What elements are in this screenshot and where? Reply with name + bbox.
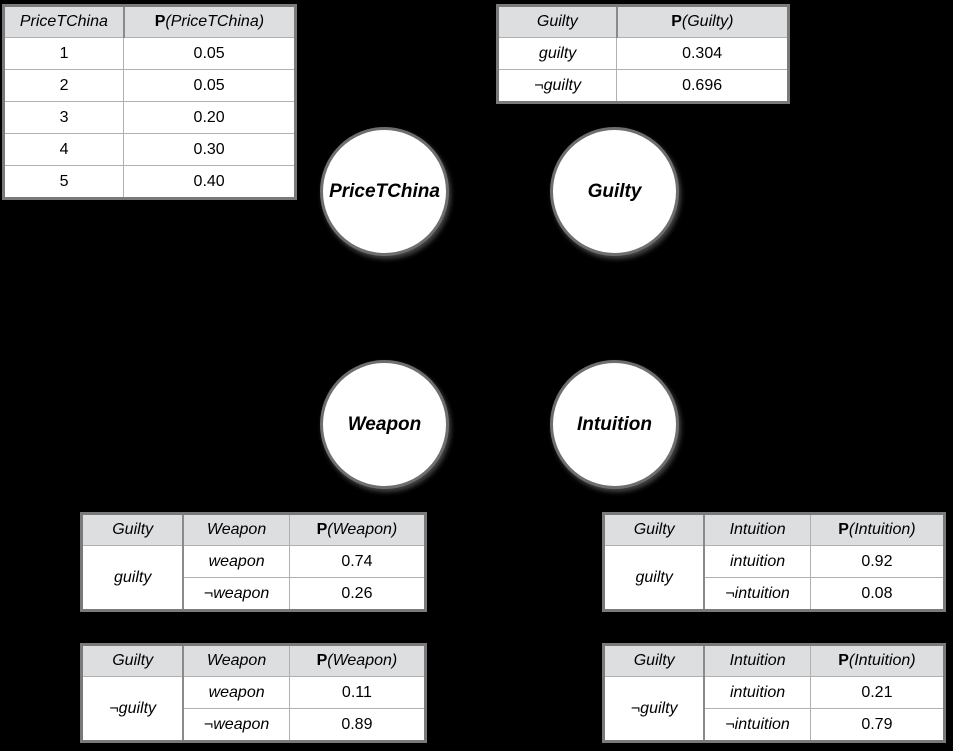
prob-arg: (Weapon) — [327, 652, 398, 670]
cell-prob: 0.79 — [809, 708, 946, 742]
table-row: 1 0.05 — [2, 37, 296, 70]
table-row: guilty weapon 0.74 — [81, 545, 427, 611]
cell-prob: 0.30 — [123, 133, 296, 166]
cpt-intuition-given-not-guilty: Guilty Intuition P(Intuition) ¬guilty in… — [602, 643, 946, 743]
node-label: Weapon — [347, 413, 422, 435]
cpt-weapon-given-not-guilty: Guilty Weapon P(Weapon) ¬guilty weapon 0… — [80, 643, 427, 743]
table-row: ¬guilty weapon 0.11 — [81, 676, 427, 742]
table-row: 4 0.30 — [2, 133, 296, 166]
header-variable: Weapon — [182, 644, 290, 677]
cpt-weapon-given-guilty: Guilty Weapon P(Weapon) guilty weapon 0.… — [80, 512, 427, 612]
cell-prob: 0.26 — [288, 577, 427, 611]
header-probability: P(Intuition) — [809, 513, 946, 546]
table-row: ¬guilty 0.696 — [496, 69, 789, 103]
cell-value: 2 — [2, 69, 125, 102]
header-variable: Guilty — [496, 5, 618, 38]
cell-prob: 0.92 — [809, 545, 946, 578]
node-label: Intuition — [577, 413, 652, 435]
cell-value: 5 — [2, 165, 125, 199]
prob-arg: (PriceTChina) — [165, 13, 265, 31]
table-row: 3 0.20 — [2, 101, 296, 134]
cell-prob: 0.05 — [123, 69, 296, 102]
table-header-row: PriceTChina P(PriceTChina) — [2, 5, 296, 38]
header-probability: P(PriceTChina) — [123, 5, 296, 38]
header-variable: Intuition — [703, 644, 811, 677]
table-header-row: Guilty Intuition P(Intuition) — [603, 644, 946, 677]
cell-value: ¬guilty — [496, 69, 618, 103]
cpt-guilty: Guilty P(Guilty) guilty 0.304 ¬guilty 0.… — [496, 4, 790, 104]
header-probability: P(Weapon) — [288, 644, 427, 677]
table-row: guilty intuition 0.92 — [603, 545, 946, 611]
prob-symbol: P — [671, 13, 682, 31]
prob-symbol: P — [316, 652, 328, 670]
table-row: ¬weapon 0.26 — [82, 577, 427, 611]
node-label: PriceTChina — [329, 180, 440, 202]
cell-parent-value: guilty — [81, 545, 185, 611]
prob-arg: (Intuition) — [848, 652, 916, 670]
cell-value: ¬weapon — [182, 577, 290, 611]
table-header-row: Guilty P(Guilty) — [496, 5, 789, 38]
cell-prob: 0.11 — [288, 676, 427, 709]
table-row: guilty 0.304 — [496, 37, 789, 70]
cell-value: weapon — [182, 545, 290, 578]
prob-symbol: P — [316, 521, 328, 539]
cell-prob: 0.20 — [123, 101, 296, 134]
prob-arg: (Guilty) — [681, 13, 734, 31]
cell-prob: 0.74 — [288, 545, 427, 578]
cell-prob: 0.05 — [123, 37, 296, 70]
cell-value: ¬weapon — [182, 708, 290, 742]
header-parent: Guilty — [81, 513, 185, 546]
cell-parent-value: ¬guilty — [81, 676, 185, 742]
cell-parent-value: guilty — [603, 545, 706, 611]
header-parent: Guilty — [603, 513, 706, 546]
cell-value: intuition — [703, 545, 811, 578]
table-row: ¬intuition 0.79 — [604, 708, 946, 742]
prob-arg: (Weapon) — [327, 521, 398, 539]
header-probability: P(Intuition) — [809, 644, 946, 677]
header-probability: P(Weapon) — [288, 513, 427, 546]
table-header-row: Guilty Intuition P(Intuition) — [603, 513, 946, 546]
table-row: 5 0.40 — [2, 165, 296, 199]
cell-value: intuition — [703, 676, 811, 709]
cell-value: ¬intuition — [703, 708, 811, 742]
cell-prob: 0.696 — [616, 69, 789, 103]
node-weapon[interactable]: Weapon — [320, 360, 449, 489]
cell-value: guilty — [496, 37, 618, 70]
cell-prob: 0.08 — [809, 577, 946, 611]
cpt-pricetchina: PriceTChina P(PriceTChina) 1 0.05 2 0.05… — [2, 4, 297, 200]
header-variable: PriceTChina — [2, 5, 125, 38]
cell-prob: 0.21 — [809, 676, 946, 709]
header-probability: P(Guilty) — [616, 5, 789, 38]
cell-prob: 0.89 — [288, 708, 427, 742]
header-variable: Weapon — [182, 513, 290, 546]
header-variable: Intuition — [703, 513, 811, 546]
cell-value: weapon — [182, 676, 290, 709]
prob-symbol: P — [154, 13, 166, 31]
header-parent: Guilty — [603, 644, 706, 677]
node-guilty[interactable]: Guilty — [550, 127, 679, 256]
cell-value: 1 — [2, 37, 125, 70]
cell-value: ¬intuition — [703, 577, 811, 611]
table-row: ¬weapon 0.89 — [82, 708, 427, 742]
prob-arg: (Intuition) — [848, 521, 916, 539]
cell-prob: 0.304 — [616, 37, 789, 70]
node-intuition[interactable]: Intuition — [550, 360, 679, 489]
cell-value: 4 — [2, 133, 125, 166]
prob-symbol: P — [838, 521, 849, 539]
cell-parent-value: ¬guilty — [603, 676, 706, 742]
table-row: 2 0.05 — [2, 69, 296, 102]
node-pricetchina[interactable]: PriceTChina — [320, 127, 449, 256]
table-header-row: Guilty Weapon P(Weapon) — [81, 644, 427, 677]
table-row: ¬intuition 0.08 — [604, 577, 946, 611]
table-header-row: Guilty Weapon P(Weapon) — [81, 513, 427, 546]
prob-symbol: P — [838, 652, 849, 670]
cpt-intuition-given-guilty: Guilty Intuition P(Intuition) guilty int… — [602, 512, 946, 612]
cell-prob: 0.40 — [123, 165, 296, 199]
header-parent: Guilty — [81, 644, 185, 677]
cell-value: 3 — [2, 101, 125, 134]
table-row: ¬guilty intuition 0.21 — [603, 676, 946, 742]
node-label: Guilty — [587, 180, 642, 202]
